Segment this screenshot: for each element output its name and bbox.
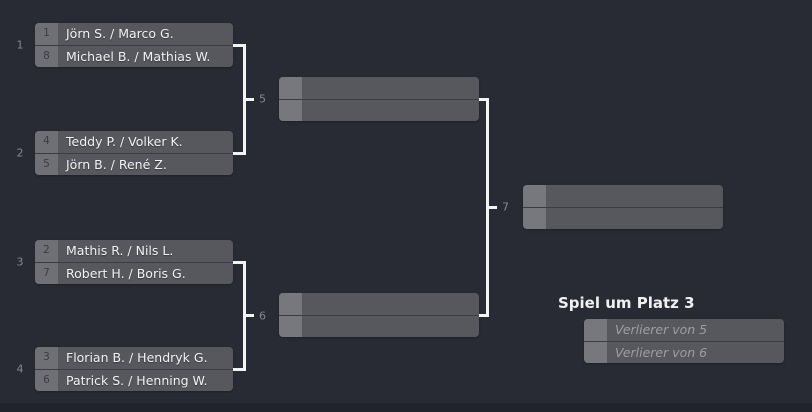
connector-tick-6 — [246, 314, 254, 317]
third-place-slot-top: Verlierer von 5 — [584, 319, 784, 341]
match-4[interactable]: 3 Florian B. / Hendryk G. 6 Patrick S. /… — [35, 347, 233, 391]
seed-number: 3 — [35, 347, 58, 369]
match-number-1: 1 — [16, 38, 24, 52]
match-5[interactable] — [279, 77, 479, 121]
match-number-4: 4 — [16, 362, 24, 376]
team-slot-match1-top[interactable]: 1 Jörn S. / Marco G. — [35, 23, 233, 45]
team-slot-match1-bottom[interactable]: 8 Michael B. / Mathias W. — [35, 44, 233, 67]
team-name-empty — [302, 316, 479, 338]
connector-tick-7 — [489, 205, 497, 209]
seed-cell — [279, 293, 302, 315]
match-number-2: 2 — [16, 146, 24, 160]
empty-slot-match5-bottom — [279, 98, 479, 122]
team-slot-match2-top[interactable]: 4 Teddy P. / Volker K. — [35, 131, 233, 153]
empty-slot-match6-top — [279, 293, 479, 315]
team-name: Robert H. / Boris G. — [66, 265, 186, 281]
match-number-3: 3 — [16, 255, 24, 269]
match-7-final[interactable] — [523, 185, 723, 229]
empty-slot-final-top — [523, 185, 723, 207]
third-place-title: Spiel um Platz 3 — [558, 294, 695, 312]
empty-slot-match6-bottom — [279, 314, 479, 338]
team-name: Mathis R. / Nils L. — [66, 243, 174, 258]
seed-cell — [523, 185, 546, 207]
empty-slot-match5-top — [279, 77, 479, 99]
seed-cell — [523, 207, 546, 229]
seed-cell — [279, 315, 302, 337]
match-number-7: 7 — [502, 200, 509, 214]
team-slot-match2-bottom[interactable]: 5 Jörn B. / René Z. — [35, 152, 233, 175]
seed-number: 2 — [35, 240, 58, 262]
match-6[interactable] — [279, 293, 479, 337]
team-name: Florian B. / Hendryk G. — [66, 350, 208, 365]
seed-cell — [584, 341, 607, 363]
connector-tick-5 — [246, 97, 254, 101]
match-2[interactable]: 4 Teddy P. / Volker K. 5 Jörn B. / René … — [35, 131, 233, 175]
team-slot-match4-bottom[interactable]: 6 Patrick S. / Henning W. — [35, 368, 233, 391]
empty-slot-final-bottom — [523, 206, 723, 230]
seed-number: 5 — [35, 153, 58, 175]
team-slot-match3-bottom[interactable]: 7 Robert H. / Boris G. — [35, 261, 233, 284]
third-place-placeholder: Verlierer von 6 — [615, 344, 708, 360]
team-name-empty — [302, 77, 479, 99]
team-name: Teddy P. / Volker K. — [66, 134, 183, 149]
team-name-empty — [546, 185, 723, 207]
team-name-empty — [302, 293, 479, 315]
match-1[interactable]: 1 Jörn S. / Marco G. 8 Michael B. / Math… — [35, 23, 233, 67]
third-place-slot-bottom: Verlierer von 6 — [584, 340, 784, 363]
team-name: Michael B. / Mathias W. — [66, 48, 211, 64]
seed-number: 8 — [35, 45, 58, 67]
match-number-6: 6 — [259, 309, 266, 322]
seed-number: 1 — [35, 23, 58, 45]
match-3[interactable]: 2 Mathis R. / Nils L. 7 Robert H. / Bori… — [35, 240, 233, 284]
third-place-placeholder: Verlierer von 5 — [615, 322, 708, 337]
team-name-empty — [302, 100, 479, 122]
connector-to-match-7 — [479, 97, 489, 317]
team-slot-match4-top[interactable]: 3 Florian B. / Hendryk G. — [35, 347, 233, 369]
seed-cell — [279, 99, 302, 121]
seed-number: 7 — [35, 262, 58, 284]
team-slot-match3-top[interactable]: 2 Mathis R. / Nils L. — [35, 240, 233, 262]
seed-number: 4 — [35, 131, 58, 153]
footer-strip — [0, 403, 812, 412]
team-name: Patrick S. / Henning W. — [66, 372, 208, 388]
seed-cell — [584, 319, 607, 341]
seed-cell — [279, 77, 302, 99]
connector-to-match-6 — [233, 260, 246, 371]
team-name-empty — [546, 208, 723, 230]
team-name: Jörn B. / René Z. — [66, 156, 167, 172]
connector-to-match-5 — [233, 43, 246, 155]
match-number-5: 5 — [259, 92, 266, 106]
team-name: Jörn S. / Marco G. — [66, 26, 174, 41]
third-place-match[interactable]: Verlierer von 5 Verlierer von 6 — [584, 319, 784, 363]
seed-number: 6 — [35, 369, 58, 391]
